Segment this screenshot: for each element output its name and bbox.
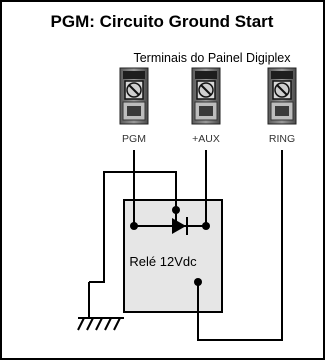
ground-icon: [77, 317, 124, 331]
wire-ring: [197, 150, 283, 341]
junction-dot: [194, 278, 202, 286]
terminal-block-ring: [267, 67, 297, 125]
terminal-block-aux: [191, 67, 221, 125]
terminal-label-ring: RING: [269, 133, 295, 145]
terminals-caption: Terminais do Painel Digiplex: [133, 51, 291, 65]
terminal-block-pgm: [119, 67, 149, 125]
junction-dot: [202, 222, 210, 230]
wire-ground-loop: [89, 171, 177, 283]
junction-dot: [172, 206, 180, 214]
terminal-label-aux: +AUX: [192, 133, 220, 145]
terminal-label-pgm: PGM: [122, 133, 146, 145]
relay-label: Relé 12Vdc: [129, 254, 197, 269]
junction-dot: [130, 222, 138, 230]
diode-icon: [172, 218, 186, 234]
diagram-title: PGM: Circuito Ground Start: [51, 12, 274, 31]
